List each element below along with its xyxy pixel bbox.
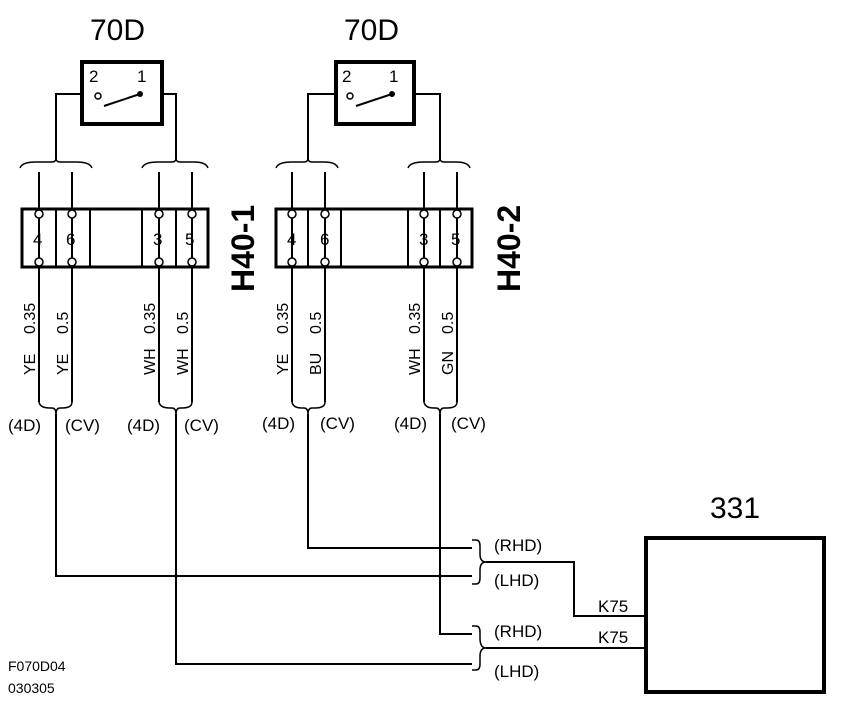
variant-label: (4D) bbox=[8, 416, 41, 435]
connector-h40-1-label: H40-1 bbox=[225, 205, 261, 292]
switch-1-lever bbox=[103, 93, 141, 107]
wire-label-size: 0.35 bbox=[275, 303, 292, 334]
figure-code: F070D04 bbox=[8, 658, 66, 674]
connector-h40-1-pin: 3 bbox=[153, 230, 162, 249]
wire-label-size: 0.5 bbox=[175, 312, 192, 334]
connector-h40-1-pin: 6 bbox=[66, 230, 75, 249]
drive-label: (LHD) bbox=[494, 662, 539, 681]
switch-1-contact-open bbox=[94, 92, 102, 100]
wire-label-size: 0.35 bbox=[22, 303, 39, 334]
variant-label: (CV) bbox=[184, 416, 219, 435]
switch-1-pin-left: 2 bbox=[89, 67, 98, 86]
connector-h40-1-pin: 4 bbox=[33, 230, 42, 249]
switch-2-lever bbox=[355, 93, 393, 107]
module-connector-label: K75 bbox=[598, 597, 628, 616]
switch-2-pin-left: 2 bbox=[342, 67, 351, 86]
wire-label-color: WH bbox=[407, 348, 424, 375]
drive-label: (RHD) bbox=[494, 536, 542, 555]
wire-label-color: WH bbox=[142, 348, 159, 375]
merge-bracket-1b bbox=[158, 401, 193, 415]
connector-h40-1-pin: 5 bbox=[185, 230, 194, 249]
drive-label: (RHD) bbox=[494, 622, 542, 641]
wire-label-color: YE bbox=[22, 354, 39, 375]
wire-label-size: 0.5 bbox=[308, 312, 325, 334]
drive-brace-lower bbox=[472, 625, 487, 671]
merge-bracket-1a bbox=[38, 401, 73, 415]
wire-label-size: 0.35 bbox=[142, 303, 159, 334]
merge-bracket-2b bbox=[423, 401, 458, 415]
switch-2-pin-right: 1 bbox=[389, 67, 398, 86]
connector-h40-1-body bbox=[20, 207, 210, 269]
connector-h40-1-terminals bbox=[34, 209, 197, 267]
route-lhd-upper bbox=[55, 414, 472, 577]
switch-1-lead-right bbox=[162, 93, 177, 160]
variant-label: (CV) bbox=[320, 414, 355, 433]
splice-bracket-1a bbox=[19, 157, 93, 169]
figure-date: 030305 bbox=[8, 680, 55, 696]
variant-label: (4D) bbox=[127, 416, 160, 435]
connector-h40-2-pin: 5 bbox=[451, 230, 460, 249]
switch-2-lead-left bbox=[307, 93, 336, 160]
variant-label: (CV) bbox=[451, 414, 486, 433]
switch-1-lead-left bbox=[55, 93, 82, 160]
module-connector-label: K75 bbox=[598, 628, 628, 647]
route-rhd-lower bbox=[439, 414, 472, 635]
module-331-body bbox=[644, 536, 826, 694]
connector-h40-2-label: H40-2 bbox=[491, 205, 527, 292]
wire-label-color: BU bbox=[308, 353, 325, 375]
route-rhd-upper bbox=[307, 414, 472, 549]
route-lhd-lower bbox=[175, 414, 472, 665]
switch-1-label: 70D bbox=[90, 14, 145, 47]
route-to-pin-10 bbox=[486, 561, 646, 617]
wire-label-size: 0.5 bbox=[440, 312, 457, 334]
wire-label-size: 0.5 bbox=[55, 312, 72, 334]
splice-bracket-2a bbox=[275, 157, 339, 169]
variant-label: (CV) bbox=[65, 416, 100, 435]
variant-label: (4D) bbox=[394, 414, 427, 433]
wire-label-size: 0.35 bbox=[407, 303, 424, 334]
wire-label-color: WH bbox=[175, 348, 192, 375]
splice-bracket-1b bbox=[141, 157, 209, 169]
switch-2-label: 70D bbox=[344, 14, 399, 47]
drive-brace-upper bbox=[472, 539, 487, 585]
wire-label-color: YE bbox=[55, 354, 72, 375]
switch-2-contact-open bbox=[346, 92, 354, 100]
wire-label-color: GN bbox=[440, 351, 457, 375]
switch-1-pin-right: 1 bbox=[137, 67, 146, 86]
splice-bracket-2b bbox=[407, 157, 471, 169]
merge-bracket-2a bbox=[291, 401, 326, 415]
connector-h40-2-terminals bbox=[287, 209, 462, 267]
wire-label-color: YE bbox=[275, 354, 292, 375]
connector-h40-2-body bbox=[274, 207, 474, 269]
drive-label: (LHD) bbox=[494, 571, 539, 590]
module-label: 331 bbox=[710, 492, 760, 525]
switch-2-lead-right bbox=[414, 93, 441, 160]
variant-label: (4D) bbox=[262, 414, 295, 433]
